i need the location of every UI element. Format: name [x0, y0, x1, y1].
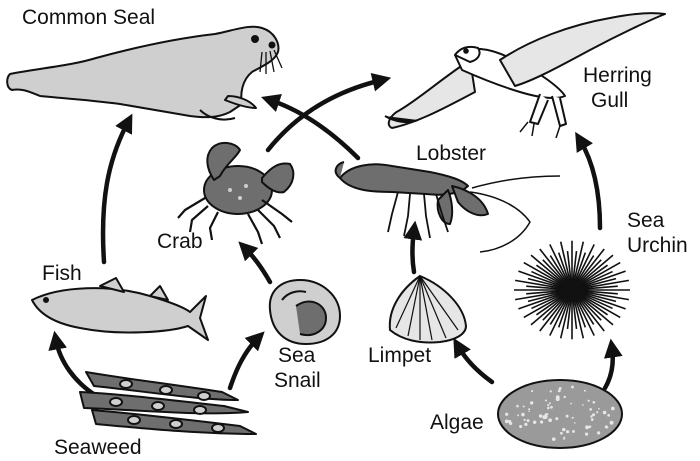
arrows: [56, 80, 613, 395]
label-sea-urchin-line1: Sea: [627, 209, 664, 233]
label-crab: Crab: [157, 230, 203, 254]
seaweed-illustration: [80, 372, 256, 434]
arrow-seaweed-to-seasnail: [230, 338, 258, 388]
arrow-algae-to-urchin: [605, 348, 613, 388]
arrow-limpet-to-lobster: [413, 230, 415, 272]
label-herring-gull-line2: Gull: [591, 89, 628, 113]
sea-snail-illustration: [270, 280, 340, 344]
arrow-algae-to-limpet: [458, 346, 492, 382]
label-algae: Algae: [430, 411, 484, 435]
label-lobster: Lobster: [416, 142, 486, 166]
label-herring-gull-line1: Herring: [583, 64, 652, 88]
crab-illustration: [178, 143, 293, 244]
algae-illustration: [498, 380, 622, 448]
limpet-illustration: [390, 276, 466, 343]
arrow-fish-to-seal: [103, 122, 128, 262]
label-sea-snail-line2: Snail: [274, 369, 321, 393]
fish-illustration: [32, 278, 208, 340]
label-common-seal: Common Seal: [22, 6, 155, 30]
arrow-seaweed-to-fish: [56, 340, 95, 395]
label-fish: Fish: [42, 262, 82, 286]
arrow-seasnail-to-crab: [245, 248, 270, 282]
arrow-crab-to-gull: [268, 80, 382, 150]
label-limpet: Limpet: [368, 344, 431, 368]
arrow-urchin-to-gull: [580, 140, 600, 228]
lobster-illustration: [336, 162, 560, 252]
common-seal-illustration: [7, 27, 282, 120]
label-sea-urchin-line2: Urchin: [627, 234, 688, 258]
label-seaweed: Seaweed: [54, 436, 142, 460]
sea-urchin-illustration: [514, 241, 630, 340]
label-sea-snail-line1: Sea: [278, 344, 315, 368]
